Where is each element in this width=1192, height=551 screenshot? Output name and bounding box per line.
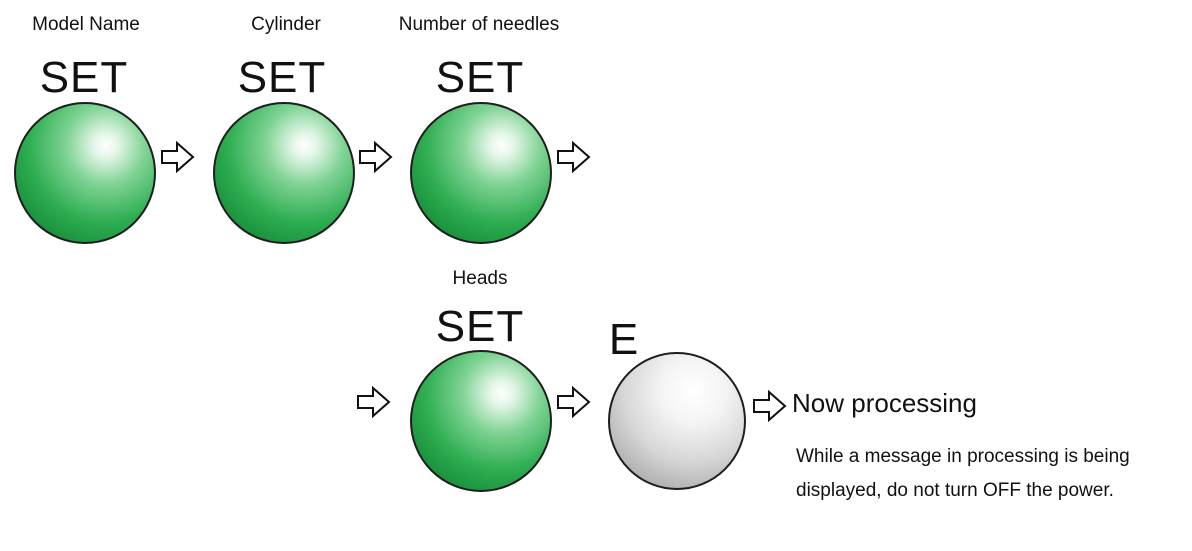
- right-arrow-icon: [359, 140, 393, 174]
- set-key-label: SET: [435, 302, 525, 351]
- right-arrow-icon: [357, 385, 391, 419]
- e-key-label: E: [608, 315, 640, 364]
- step-label: Number of needles: [398, 14, 560, 35]
- right-arrow-icon: [557, 385, 591, 419]
- processing-note: While a message in processing is being d…: [796, 446, 1130, 501]
- set-button[interactable]: [213, 102, 355, 244]
- step-label: Cylinder: [251, 14, 321, 35]
- e-button[interactable]: [608, 352, 746, 490]
- step-label: Heads: [452, 268, 508, 289]
- set-button[interactable]: [410, 350, 552, 492]
- set-key-label: SET: [435, 53, 525, 102]
- right-arrow-icon: [557, 140, 591, 174]
- set-key-label: SET: [39, 53, 129, 102]
- processing-title: Now processing: [792, 388, 977, 418]
- right-arrow-icon: [753, 389, 787, 423]
- right-arrow-icon: [161, 140, 195, 174]
- set-button[interactable]: [14, 102, 156, 244]
- step-label: Model Name: [32, 14, 140, 35]
- set-key-label: SET: [237, 53, 327, 102]
- set-button[interactable]: [410, 102, 552, 244]
